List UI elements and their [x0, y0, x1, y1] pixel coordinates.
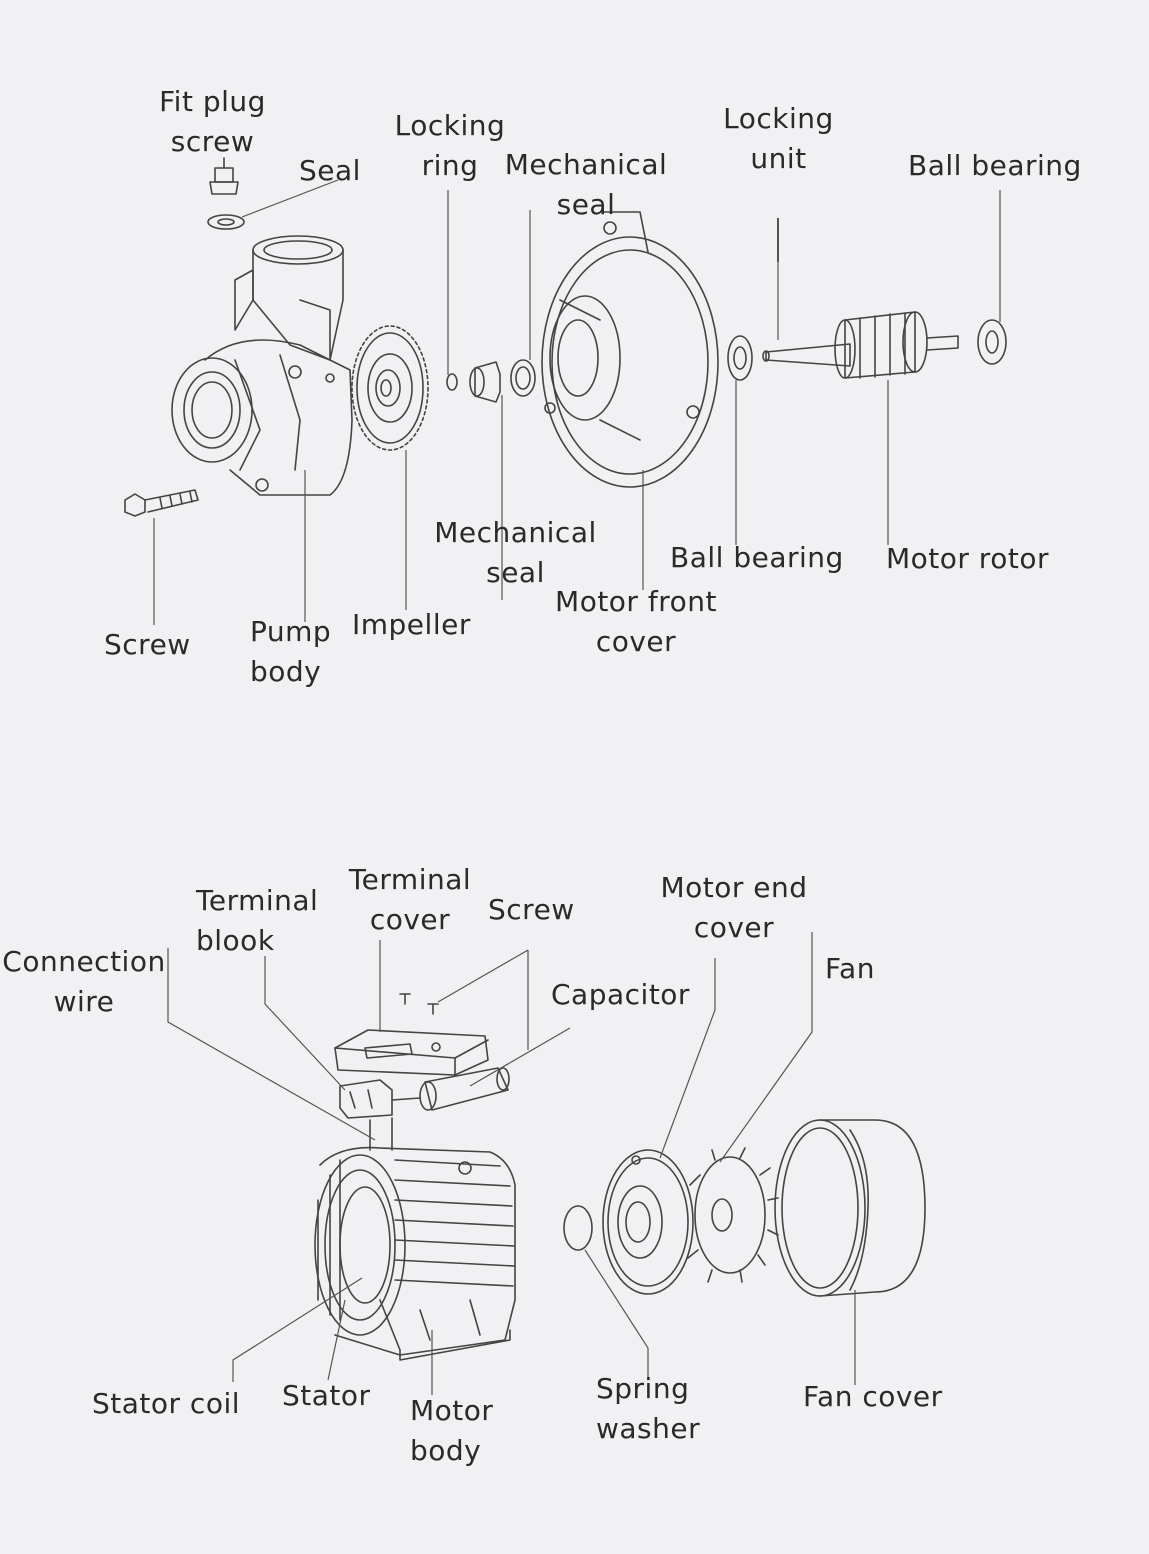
label-locking-unit: Locking unit [723, 102, 834, 175]
fan-cover-part [774, 1119, 926, 1297]
label-stator-coil: Stator coil [92, 1387, 241, 1420]
label-capacitor: Capacitor [551, 978, 690, 1011]
motor-front-cover-part [541, 211, 719, 488]
terminal-cover-part [334, 1029, 489, 1076]
mechanical-seal-part [469, 359, 536, 403]
locking-ring-part [446, 373, 458, 391]
screw-part [124, 489, 199, 517]
label-seal: Seal [299, 154, 361, 187]
motor-rotor-part [762, 311, 959, 379]
motor-end-cover-part [602, 1149, 694, 1295]
label-motor-end-cover: Motor end cover [660, 871, 808, 944]
label-connection-wire: Connection wire [2, 945, 166, 1018]
label-screw-bottom: Screw [488, 893, 575, 926]
label-pump-body: Pump body [250, 615, 332, 688]
label-terminal-blook: Terminal blook [196, 884, 319, 957]
fan-part [687, 1147, 779, 1283]
label-ball-bearing-top: Ball bearing [908, 149, 1082, 182]
label-screw-top: Screw [104, 628, 191, 661]
terminal-block-part [339, 1079, 393, 1119]
fit-plug-screw-part [209, 157, 239, 195]
ball-bearing-part-2 [977, 319, 1007, 365]
motor-body-part [314, 1117, 516, 1361]
label-fan: Fan [825, 952, 875, 985]
label-terminal-cover: Terminal cover [348, 863, 472, 936]
label-mechanical-seal-top: Mechanical seal [504, 148, 668, 221]
label-ball-bearing-bottom: Ball bearing [670, 541, 844, 574]
label-stator: Stator [282, 1379, 371, 1412]
terminal-screw-part [399, 993, 439, 1015]
label-fit-plug-screw: Fit plug screw [159, 85, 266, 158]
label-mechanical-seal-bottom: Mechanical seal [434, 516, 597, 589]
capacitor-part [391, 1067, 510, 1111]
pump-body-part [171, 235, 353, 496]
label-impeller: Impeller [352, 608, 471, 641]
label-motor-body: Motor body [410, 1394, 494, 1467]
impeller-part [351, 325, 429, 451]
ball-bearing-part-1 [727, 335, 753, 381]
label-spring-washer: Spring washer [596, 1372, 701, 1445]
label-locking-ring: Locking ring [394, 109, 506, 182]
spring-washer-part [563, 1205, 593, 1251]
label-fan-cover: Fan cover [803, 1380, 943, 1413]
label-motor-front-cover: Motor front cover [555, 585, 717, 658]
seal-part [207, 214, 245, 230]
label-motor-rotor: Motor rotor [886, 542, 1049, 575]
